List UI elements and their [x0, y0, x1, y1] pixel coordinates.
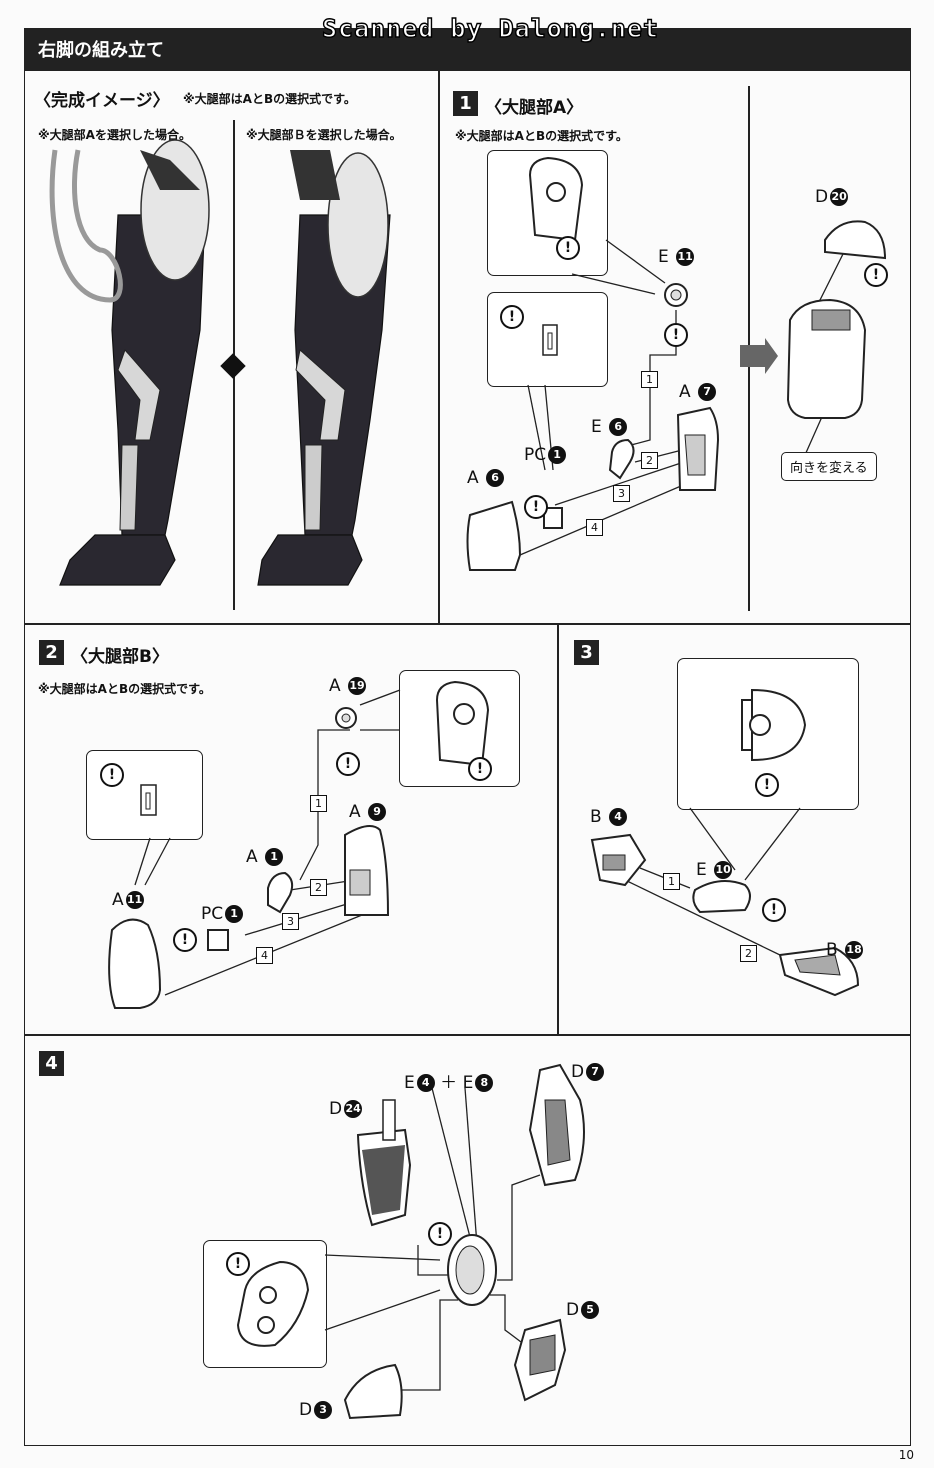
caution-icon: ! — [428, 1222, 452, 1246]
divider — [438, 71, 440, 624]
caution-icon: ! — [336, 752, 360, 776]
watermark: Scanned by Dalong.net — [321, 13, 660, 43]
step-2-title: 〈大腿部B〉 — [71, 647, 169, 667]
caution-icon: ! — [226, 1252, 250, 1276]
divider — [24, 1034, 911, 1036]
order-mark-1: 1 — [663, 873, 680, 890]
part-label-a9: A 9 — [349, 802, 387, 822]
caution-icon: ! — [100, 763, 124, 787]
step-4-number: 4 — [39, 1051, 64, 1076]
part-label-a19: A 19 — [329, 676, 367, 696]
preview-note: ※大腿部はAとBの選択式です。 — [183, 92, 356, 106]
divider — [557, 623, 559, 1035]
order-mark-1: 1 — [641, 371, 658, 388]
caution-icon: ! — [864, 263, 888, 287]
caution-icon: ! — [755, 773, 779, 797]
step-2-note: ※大腿部はAとBの選択式です。 — [38, 682, 211, 696]
part-label-e11: E 11 — [658, 247, 695, 267]
order-mark-3: 3 — [282, 913, 299, 930]
order-mark-2: 2 — [740, 945, 757, 962]
order-mark-1: 1 — [310, 795, 327, 812]
caution-icon: ! — [664, 323, 688, 347]
step-1-note: ※大腿部はAとBの選択式です。 — [455, 129, 628, 143]
part-label-e6: E 6 — [591, 417, 628, 437]
caution-icon: ! — [500, 305, 524, 329]
part-label-a1: A 1 — [246, 847, 284, 867]
step-1-number: 1 — [453, 91, 478, 116]
part-label-a7: A 7 — [679, 382, 717, 402]
caution-icon: ! — [524, 495, 548, 519]
order-mark-4: 4 — [586, 519, 603, 536]
caution-icon: ! — [468, 757, 492, 781]
thigh-b — [327, 152, 389, 298]
order-mark-2: 2 — [310, 879, 327, 896]
section-title: 右脚の組み立て — [38, 40, 164, 61]
caution-icon: ! — [556, 236, 580, 260]
order-mark-3: 3 — [613, 485, 630, 502]
divider — [24, 623, 911, 625]
turn-note: 向きを変える — [781, 452, 877, 481]
option-a-label: ※大腿部Aを選択した場合。 — [38, 128, 191, 142]
option-b-label: ※大腿部Ｂを選択した場合。 — [246, 128, 402, 142]
page-number: 10 — [898, 1448, 914, 1462]
step-2-number: 2 — [39, 640, 64, 665]
part-label-a6: A 6 — [467, 468, 505, 488]
order-mark-4: 4 — [256, 947, 273, 964]
part-label-b4: B 4 — [590, 807, 628, 827]
section-header: 右脚の組み立て — [24, 28, 911, 71]
caution-icon: ! — [762, 898, 786, 922]
order-mark-2: 2 — [641, 452, 658, 469]
caution-icon: ! — [173, 928, 197, 952]
step-1-title: 〈大腿部A〉 — [485, 98, 584, 118]
part-label-e10: E 10 — [696, 860, 733, 880]
step-3-number: 3 — [574, 640, 599, 665]
preview-title: 〈完成イメージ〉 — [34, 91, 170, 111]
part-label-b18: B 18 — [826, 940, 864, 960]
